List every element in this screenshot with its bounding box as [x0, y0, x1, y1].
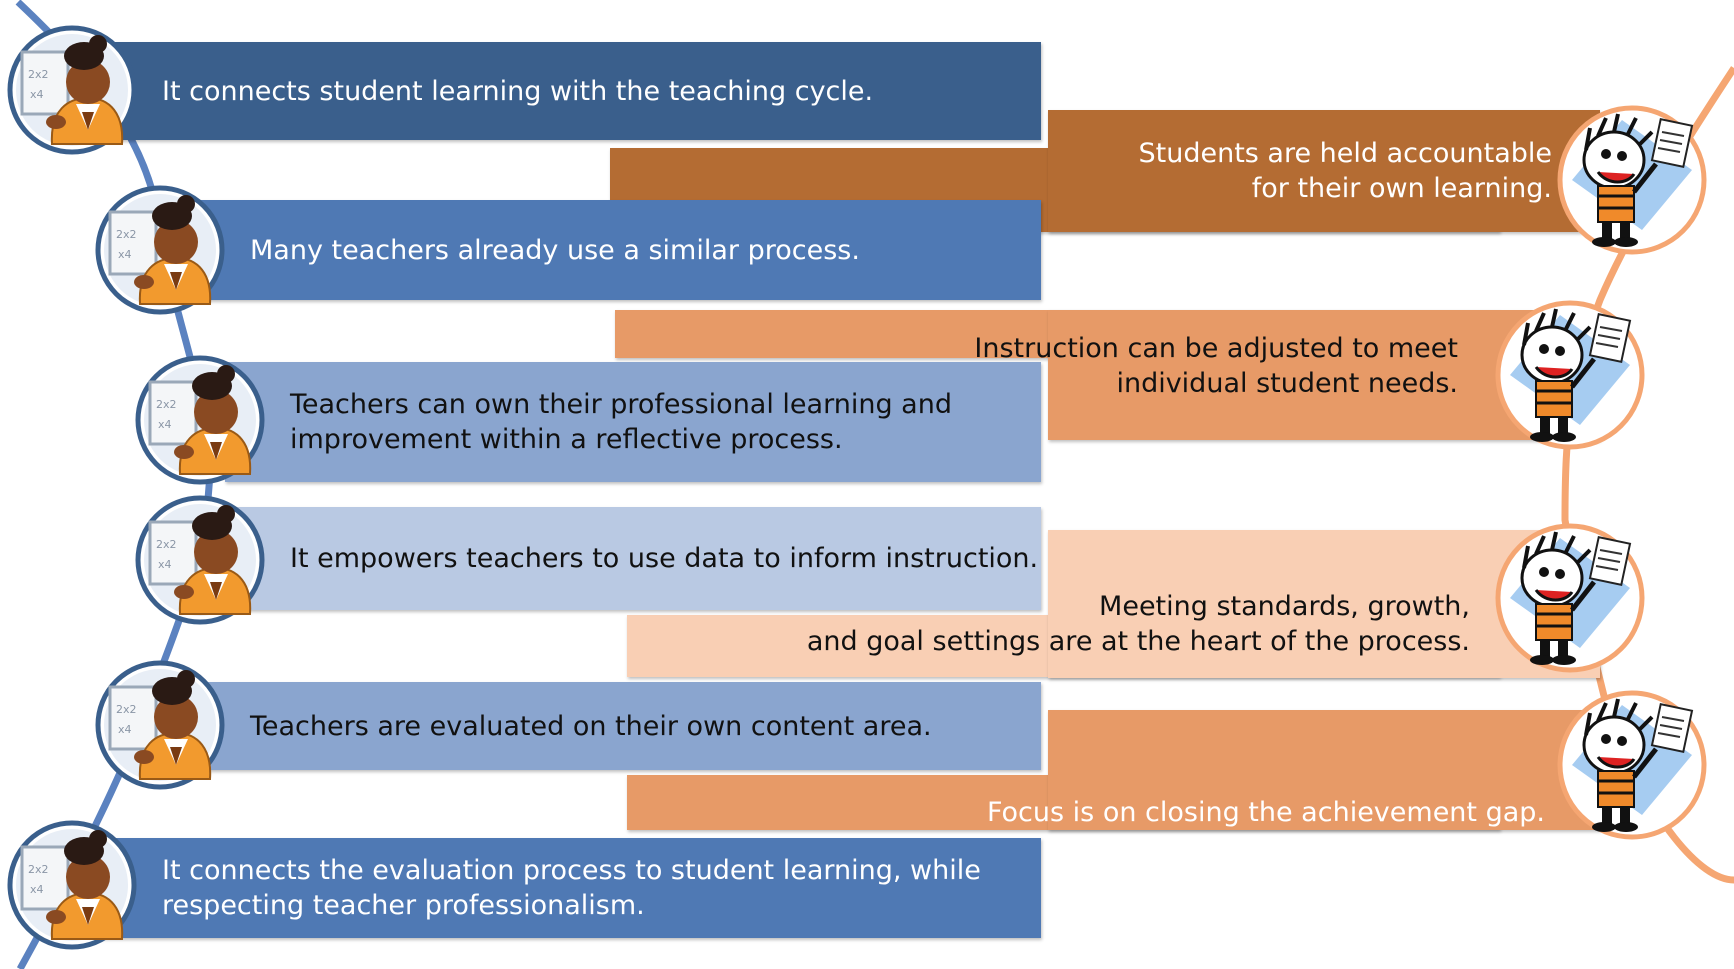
svg-text:2x2: 2x2 [156, 398, 177, 411]
teacher-bar [185, 200, 1041, 300]
svg-text:2x2: 2x2 [156, 538, 177, 551]
point-text-line: respecting teacher professionalism. [162, 890, 645, 921]
point-text-line: It connects student learning with the te… [162, 75, 874, 107]
teacher-point-text: Teachers can own their professional lear… [290, 362, 1030, 482]
svg-text:2x2: 2x2 [116, 228, 137, 241]
svg-text:2x2: 2x2 [28, 68, 49, 81]
teacher-point-text: It connects student learning with the te… [162, 42, 1030, 140]
svg-text:2x2: 2x2 [116, 703, 137, 716]
svg-text:x4: x4 [158, 418, 172, 431]
svg-text:x4: x4 [30, 88, 44, 101]
student-point-text: Meeting standards, growth, and goal setti… [807, 570, 1470, 678]
point-text-line: Students are held accountable [1138, 138, 1553, 169]
point-text-line: Teachers can own their professional lear… [290, 389, 952, 420]
student-with-paper-icon [1495, 523, 1645, 673]
student-with-paper-icon [1557, 105, 1707, 255]
student-with-paper-icon [1495, 300, 1645, 450]
svg-text:x4: x4 [30, 883, 44, 896]
teacher-at-board-icon: 2x2 x4 [7, 820, 137, 950]
student-bar [1048, 710, 1600, 830]
point-text-line: improvement within a reflective process. [290, 424, 843, 455]
teacher-point-text: Many teachers already use a similar proc… [250, 200, 1030, 300]
point-text-line: Meeting standards, growth, [1099, 591, 1470, 622]
teacher-at-board-icon: 2x2 x4 [135, 495, 265, 625]
student-with-paper-icon [1557, 690, 1707, 840]
teacher-bar [97, 838, 1041, 938]
teacher-bar [185, 682, 1041, 770]
svg-text:x4: x4 [118, 723, 132, 736]
point-text-line: Teachers are evaluated on their own cont… [250, 710, 932, 742]
student-bar [1048, 110, 1600, 232]
teacher-point-text: It empowers teachers to use data to info… [290, 507, 1038, 610]
point-text-line: Many teachers already use a similar proc… [250, 234, 860, 266]
point-text-line: Focus is on closing the achievement gap. [986, 796, 1545, 828]
teacher-bar [225, 362, 1041, 482]
teacher-bar [97, 42, 1041, 140]
point-text-line: for their own learning. [1251, 173, 1552, 204]
teacher-at-board-icon: 2x2 x4 [135, 355, 265, 485]
teacher-point-text: Teachers are evaluated on their own cont… [250, 682, 1030, 770]
teacher-at-board-icon: 2x2 x4 [7, 25, 137, 155]
svg-text:2x2: 2x2 [28, 863, 49, 876]
teacher-at-board-icon: 2x2 x4 [95, 185, 225, 315]
teacher-point-text: It connects the evaluation process to st… [162, 838, 1030, 938]
student-point-text: Instruction can be adjusted to meet indiv… [974, 310, 1458, 422]
student-point-text: Focus is on closing the achievement gap. [987, 790, 1545, 834]
teacher-bar [225, 507, 1041, 610]
teacher-at-board-icon: 2x2 x4 [95, 660, 225, 790]
point-text-line: individual student needs. [1116, 368, 1458, 399]
student-point-text: Students are held accountable for their o… [1046, 120, 1553, 222]
svg-text:x4: x4 [118, 248, 132, 261]
point-text-line: It empowers teachers to use data to info… [290, 543, 1039, 574]
svg-text:x4: x4 [158, 558, 172, 571]
point-text-line: It connects the evaluation process to st… [162, 855, 981, 886]
point-text-line: and goal settings are at the heart of th… [806, 626, 1470, 657]
point-text-line: Instruction can be adjusted to meet [974, 333, 1458, 364]
